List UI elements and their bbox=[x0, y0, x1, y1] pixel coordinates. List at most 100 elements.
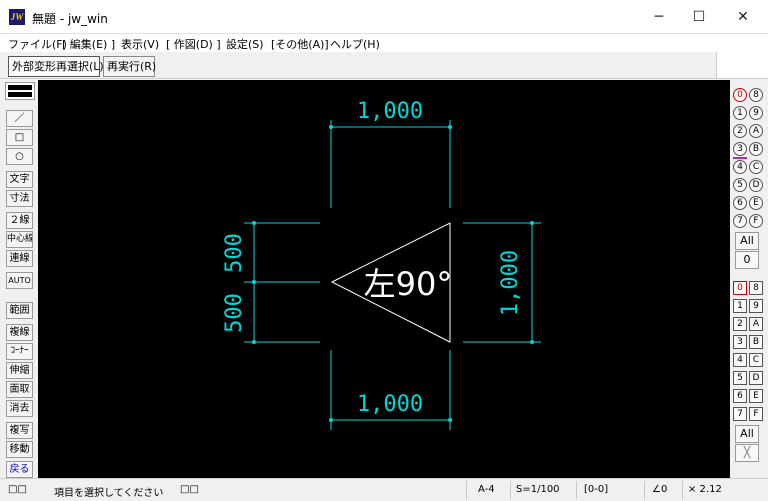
status-separator bbox=[682, 481, 683, 499]
tool-stretch[interactable]: 伸縮 bbox=[6, 362, 33, 379]
drawing-svg: 1,000 1,000 1,000 500 500 左90° bbox=[222, 99, 541, 430]
dim-right-text: 1,000 bbox=[498, 250, 523, 316]
dim-dot bbox=[329, 418, 333, 422]
dim-top-text: 1,000 bbox=[357, 99, 423, 124]
layer-group-2[interactable]: 2 bbox=[733, 124, 747, 138]
status-separator bbox=[510, 481, 511, 499]
window-title: 無題 - jw_win bbox=[32, 12, 108, 26]
tool-auto[interactable]: AUTO bbox=[6, 272, 33, 289]
layer-group-7[interactable]: 7 bbox=[733, 214, 747, 228]
layer-group-d[interactable]: D bbox=[749, 178, 763, 192]
layer-all-button[interactable]: All bbox=[735, 425, 759, 443]
layer-group-9[interactable]: 9 bbox=[749, 106, 763, 120]
layer-4[interactable]: 4 bbox=[733, 353, 747, 367]
layer-c[interactable]: C bbox=[749, 353, 763, 367]
tool-erase[interactable]: 消去 bbox=[6, 400, 33, 417]
drawing-canvas[interactable]: 1,000 1,000 1,000 500 500 左90° bbox=[38, 80, 730, 478]
layer-3[interactable]: 3 bbox=[733, 335, 747, 349]
layer-2[interactable]: 2 bbox=[733, 317, 747, 331]
status-left-boxes: □□ bbox=[8, 484, 27, 495]
layer-group-1[interactable]: 1 bbox=[733, 106, 747, 120]
status-angle[interactable]: ∠0 bbox=[652, 484, 668, 495]
tool-text[interactable]: 文字 bbox=[6, 171, 33, 188]
tool-dimension[interactable]: 寸法 bbox=[6, 190, 33, 207]
tool-continuous-line[interactable]: 連線 bbox=[6, 250, 33, 267]
tool-move[interactable]: 移動 bbox=[6, 441, 33, 458]
menu-file[interactable]: ファイル(F) bbox=[8, 38, 67, 51]
dim-bottom-text: 1,000 bbox=[357, 392, 423, 417]
tool-line[interactable]: ／ bbox=[6, 110, 33, 127]
toolbar: 外部変形再選択(L) 再実行(R) bbox=[0, 52, 768, 79]
tool-center-line[interactable]: 中心線 bbox=[6, 231, 33, 248]
menu-settings[interactable]: 設定(S) bbox=[226, 38, 264, 51]
status-layer[interactable]: [0-0] bbox=[584, 484, 609, 495]
tool-undo[interactable]: 戻る bbox=[6, 461, 33, 478]
layer-f[interactable]: F bbox=[749, 407, 763, 421]
layer-9[interactable]: 9 bbox=[749, 299, 763, 313]
layer-group-b[interactable]: B bbox=[749, 142, 763, 156]
dim-dot bbox=[252, 340, 256, 344]
tool-chamfer[interactable]: 面取 bbox=[6, 381, 33, 398]
status-bar: □□ 項目を選択してください □□ A-4 S=1/100 [0-0] ∠0 ×… bbox=[0, 478, 768, 501]
menu-other[interactable]: [その他(A)] bbox=[271, 38, 329, 51]
status-scale[interactable]: S=1/100 bbox=[516, 484, 560, 495]
app-icon: JW bbox=[9, 9, 25, 25]
active-group-marker bbox=[733, 157, 747, 159]
rerun-button[interactable]: 再実行(R) bbox=[103, 56, 156, 77]
layer-group-all-button[interactable]: All bbox=[735, 232, 759, 250]
layer-group-6[interactable]: 6 bbox=[733, 196, 747, 210]
layer-group-zero-button[interactable]: 0 bbox=[735, 251, 759, 269]
layer-0[interactable]: 0 bbox=[733, 281, 747, 295]
dim-left-upper-text: 500 bbox=[222, 233, 247, 273]
title-bar: JW 無題 - jw_win ─ ☐ ✕ bbox=[0, 0, 768, 34]
layer-group-0[interactable]: 0 bbox=[733, 88, 747, 102]
shape-label: 左90° bbox=[364, 265, 453, 303]
toolbar-right-field bbox=[716, 52, 768, 78]
layer-group-f[interactable]: F bbox=[749, 214, 763, 228]
tool-range[interactable]: 範囲 bbox=[6, 302, 33, 319]
layer-group-3[interactable]: 3 bbox=[733, 142, 747, 156]
tool-circle[interactable]: ○ bbox=[6, 148, 33, 165]
layer-group-c[interactable]: C bbox=[749, 160, 763, 174]
status-paper-size[interactable]: A-4 bbox=[478, 484, 495, 495]
status-zoom[interactable]: × 2.12 bbox=[688, 484, 722, 495]
status-separator bbox=[466, 481, 467, 499]
maximize-button[interactable]: ☐ bbox=[692, 9, 706, 25]
minimize-button[interactable]: ─ bbox=[654, 9, 664, 25]
menu-view[interactable]: 表示(V) bbox=[121, 38, 160, 51]
dim-dot bbox=[252, 221, 256, 225]
tool-double-line[interactable]: ２線 bbox=[6, 212, 33, 229]
tool-copy[interactable]: 複写 bbox=[6, 422, 33, 439]
layer-8[interactable]: 8 bbox=[749, 281, 763, 295]
layer-b[interactable]: B bbox=[749, 335, 763, 349]
dim-dot bbox=[530, 340, 534, 344]
layer-group-5[interactable]: 5 bbox=[733, 178, 747, 192]
layer-5[interactable]: 5 bbox=[733, 371, 747, 385]
line-color-swatch[interactable] bbox=[5, 82, 35, 100]
menu-draw[interactable]: [ 作図(D) ] bbox=[166, 38, 221, 51]
layer-cross-button[interactable]: ╳ bbox=[735, 444, 759, 462]
close-button[interactable]: ✕ bbox=[737, 9, 749, 25]
layer-group-a[interactable]: A bbox=[749, 124, 763, 138]
dim-dot bbox=[530, 221, 534, 225]
status-mid-boxes: □□ bbox=[180, 484, 199, 495]
layer-7[interactable]: 7 bbox=[733, 407, 747, 421]
tool-corner[interactable]: ｺｰﾅｰ bbox=[6, 343, 33, 360]
tool-offset[interactable]: 複線 bbox=[6, 324, 33, 341]
layer-1[interactable]: 1 bbox=[733, 299, 747, 313]
tool-rectangle[interactable]: □ bbox=[6, 129, 33, 146]
status-message: 項目を選択してください bbox=[54, 488, 164, 499]
dimension-dots bbox=[252, 125, 534, 422]
layer-group-8[interactable]: 8 bbox=[749, 88, 763, 102]
menu-edit[interactable]: [ 編集(E) ] bbox=[62, 38, 116, 51]
reselect-external-button[interactable]: 外部変形再選択(L) bbox=[8, 56, 104, 77]
layer-e[interactable]: E bbox=[749, 389, 763, 403]
dim-dot bbox=[448, 125, 452, 129]
layer-a[interactable]: A bbox=[749, 317, 763, 331]
dim-dot bbox=[329, 125, 333, 129]
menu-help[interactable]: ヘルプ(H) bbox=[330, 38, 380, 51]
layer-d[interactable]: D bbox=[749, 371, 763, 385]
layer-6[interactable]: 6 bbox=[733, 389, 747, 403]
layer-group-e[interactable]: E bbox=[749, 196, 763, 210]
layer-group-4[interactable]: 4 bbox=[733, 160, 747, 174]
